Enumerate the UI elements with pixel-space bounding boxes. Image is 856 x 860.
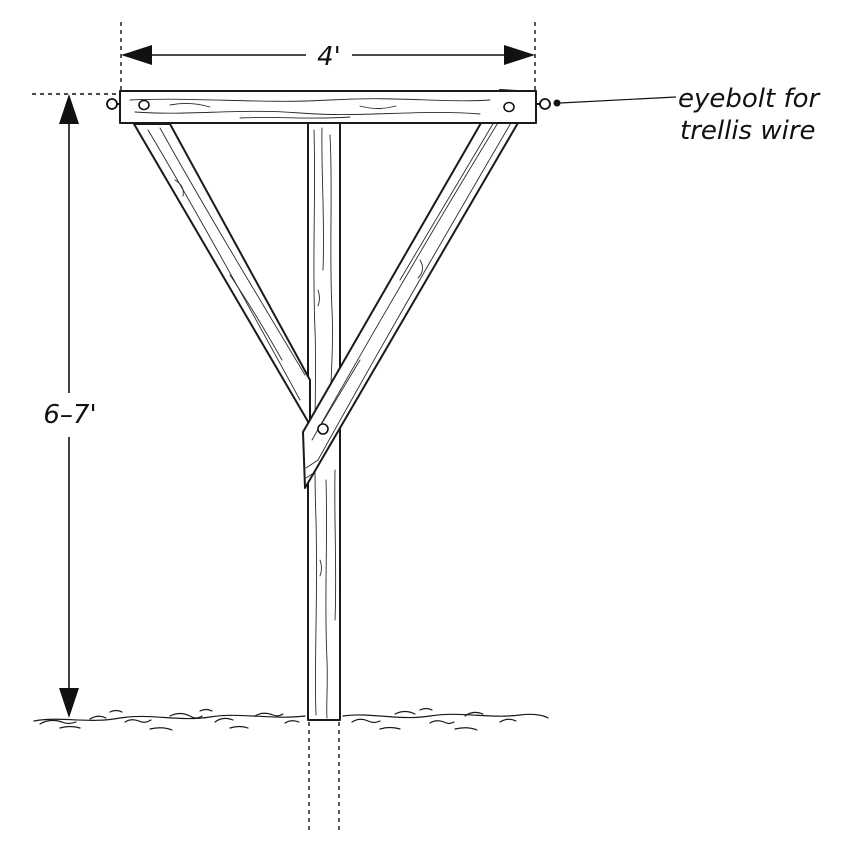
width-label: 4' bbox=[317, 42, 341, 72]
eyebolt-callout: eyebolt for trellis wire bbox=[553, 84, 822, 146]
left-brace bbox=[133, 123, 311, 426]
arrow-left-icon bbox=[121, 45, 152, 65]
eyebolt-left-icon bbox=[106, 98, 120, 110]
ground-line bbox=[33, 707, 549, 731]
width-dimension: 4' bbox=[120, 22, 536, 92]
eyebolt-right-icon bbox=[536, 98, 551, 110]
buried-post-outline bbox=[308, 722, 340, 830]
callout-dot-icon bbox=[553, 99, 561, 107]
height-dimension: 6–7' bbox=[32, 93, 118, 718]
arrow-right-icon bbox=[504, 45, 535, 65]
bolt-crossarm-right bbox=[503, 101, 515, 113]
callout-line-2: trellis wire bbox=[680, 116, 816, 146]
height-label: 6–7' bbox=[43, 400, 96, 430]
right-brace bbox=[302, 89, 537, 489]
crossarm bbox=[119, 90, 537, 124]
callout-line-1: eyebolt for bbox=[678, 84, 822, 114]
bolt-brace-junction bbox=[317, 423, 329, 435]
bolt-crossarm-left bbox=[138, 99, 150, 111]
arrow-down-icon bbox=[59, 688, 79, 718]
bolts bbox=[138, 99, 515, 435]
arrow-up-icon bbox=[59, 94, 79, 124]
